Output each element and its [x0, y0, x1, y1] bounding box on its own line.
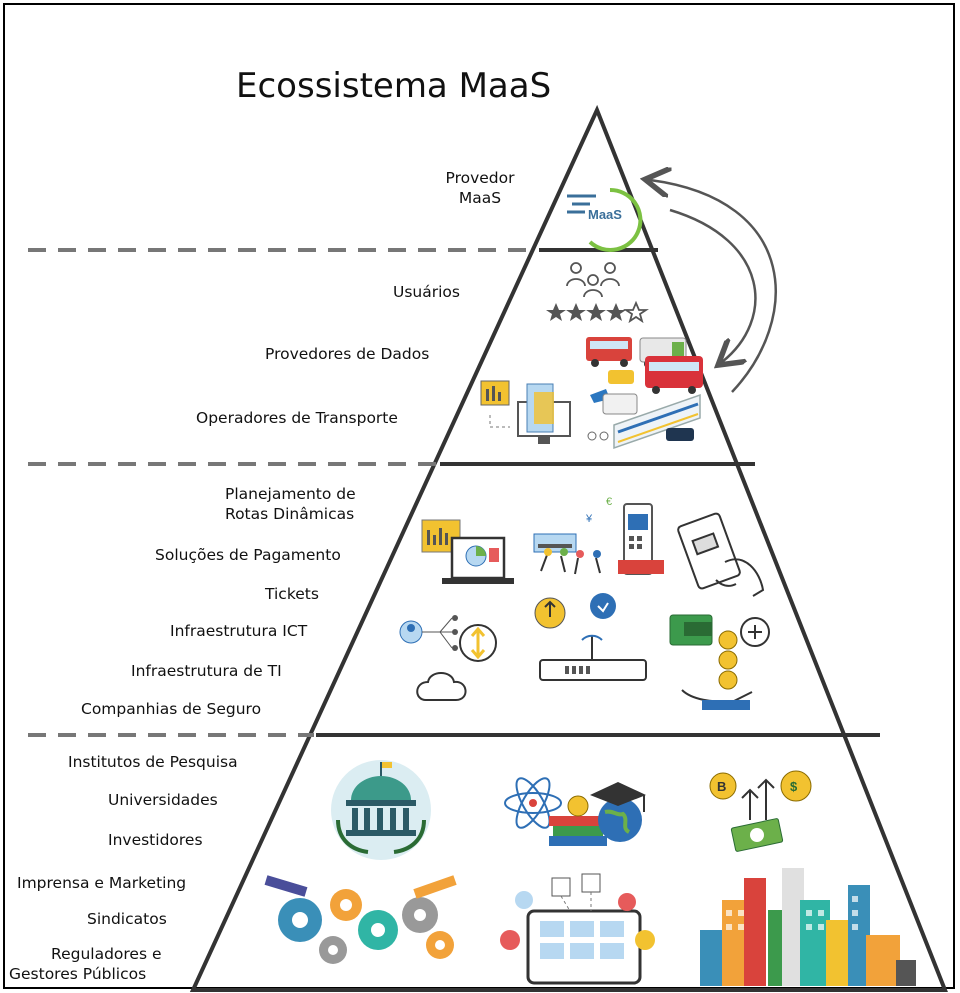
vehicles-icon [586, 337, 703, 450]
label-operadores-transporte: Operadores de Transporte [196, 409, 398, 427]
investment-icon: B $ [709, 770, 812, 852]
label-companhias-seguro: Companhias de Seguro [81, 700, 262, 718]
city-regulators-icon [700, 868, 916, 986]
svg-text:¥: ¥ [585, 513, 593, 525]
payment-icon: € ¥ [533, 496, 664, 575]
label-investidores: Investidores [108, 831, 203, 849]
label-provedor: Provedor [445, 169, 515, 187]
label-sindicatos: Sindicatos [87, 910, 167, 928]
marketing-gears-icon [264, 875, 457, 964]
label-imprensa-marketing: Imprensa e Marketing [17, 874, 187, 892]
research-institute-icon [331, 760, 431, 860]
maas-logo-text: MaaS [588, 207, 622, 222]
users-stars-icon [546, 262, 649, 324]
label-provedores-dados: Provedores de Dados [265, 345, 430, 363]
label-maas: MaaS [458, 189, 502, 207]
label-tickets: Tickets [265, 585, 319, 603]
label-rotas-dinamicas: Rotas Dinâmicas [225, 505, 355, 523]
ict-network-icon [399, 615, 497, 701]
maas-logo-icon: MaaS [567, 187, 643, 252]
cycle-arrow-icon [650, 180, 777, 393]
insurance-wallet-icon [669, 614, 770, 710]
label-planejamento: Planejamento de [225, 485, 356, 503]
label-usuarios: Usuários [393, 283, 460, 301]
svg-text:€: € [606, 496, 612, 508]
it-router-icon [534, 593, 647, 681]
university-science-icon [504, 777, 646, 846]
svg-text:$: $ [790, 779, 798, 794]
label-reguladores: Reguladores e [51, 945, 162, 963]
svg-text:B: B [717, 779, 726, 794]
unions-media-icon [500, 873, 655, 985]
data-dashboard-icon [480, 380, 571, 444]
route-planning-icon [421, 519, 514, 584]
label-universidades: Universidades [108, 791, 218, 809]
label-infra-ict: Infraestrutura ICT [170, 622, 308, 640]
pyramid-outline [189, 104, 948, 992]
diagram-title: Ecossistema MaaS [236, 66, 552, 106]
label-infra-ti: Infraestrutura de TI [131, 662, 282, 680]
label-gestores-publicos: Gestores Públicos [9, 965, 147, 983]
label-institutos-pesquisa: Institutos de Pesquisa [68, 753, 238, 771]
ticket-card-icon [677, 512, 765, 597]
label-solucoes-pagamento: Soluções de Pagamento [155, 546, 341, 564]
